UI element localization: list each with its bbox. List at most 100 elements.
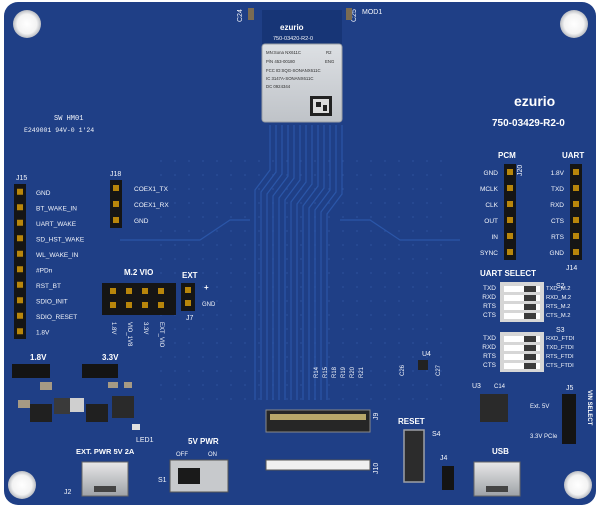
- pin-label: MCLK: [480, 186, 499, 193]
- label-s1: S1: [158, 477, 167, 484]
- dip-slot[interactable]: [504, 345, 540, 351]
- label-plus: +: [204, 283, 209, 292]
- vio-label: 3.3V: [142, 322, 148, 334]
- pin-label: GND: [550, 250, 565, 257]
- header-pin: [17, 328, 23, 335]
- pin-label: TXD_FTDI: [546, 345, 574, 351]
- pin-label: SDIO_RESET: [36, 314, 77, 321]
- label-uart: UART: [562, 151, 584, 160]
- label-off: OFF: [176, 452, 188, 458]
- mounting-hole-top-right: [560, 10, 588, 38]
- pin-label: SD_HST_WAKE: [36, 237, 85, 244]
- pin-label: WL_WAKE_IN: [36, 252, 79, 259]
- header-j15[interactable]: [14, 184, 26, 339]
- pin-label: RXD: [550, 202, 564, 209]
- pin-label: COEX1_RX: [134, 202, 169, 209]
- dip-slot[interactable]: [504, 363, 540, 369]
- pin-label: CLK: [485, 202, 498, 209]
- pcb-via-pattern: [150, 150, 450, 400]
- header-pin: [158, 288, 164, 294]
- vio-label: VIO_1V8: [126, 322, 132, 347]
- resistor-label: R21: [359, 366, 365, 378]
- jumper-vin-select[interactable]: [562, 394, 576, 444]
- label-reset: RESET: [398, 417, 425, 426]
- header-pin: [126, 288, 132, 294]
- header-pin: [507, 233, 513, 239]
- connector-j9[interactable]: [265, 409, 371, 433]
- header-pin: [17, 219, 23, 226]
- reset-button[interactable]: [403, 429, 425, 483]
- pin-label: TXD: [483, 335, 496, 342]
- pin-label: CTS: [551, 218, 565, 225]
- label-j9: J9: [373, 413, 380, 421]
- chip-u4: [418, 360, 428, 370]
- dip-actuator: [524, 286, 536, 292]
- dip-actuator: [524, 295, 536, 301]
- header-pin: [507, 185, 513, 191]
- pin-label: SYNC: [480, 250, 498, 257]
- header-pcm-j20[interactable]: [504, 164, 516, 260]
- label-j20: J20: [517, 165, 524, 176]
- board-brand-logo: ezurio: [514, 93, 555, 109]
- pin-label: RXD_M.2: [546, 295, 571, 301]
- header-pin: [507, 201, 513, 207]
- label-j15: J15: [16, 175, 27, 182]
- header-pin: [17, 250, 23, 257]
- dip-slot[interactable]: [504, 336, 540, 342]
- jumper-3v3[interactable]: [82, 364, 118, 378]
- dip-actuator: [524, 313, 536, 319]
- pin-label: 1.8V: [551, 170, 565, 177]
- module-part-number: 750-03420-R2-0: [273, 36, 313, 42]
- label-s2: S2: [556, 283, 565, 290]
- connector-j10[interactable]: [265, 459, 371, 471]
- module-ic: IC 3147A-SONANX611C: [266, 76, 313, 81]
- module-fcc: FCC ID:SQG-SONANX611C: [266, 68, 321, 73]
- vio-label: EXT_VIO: [158, 322, 164, 348]
- pin-label: CTS_M.2: [546, 313, 570, 319]
- pin-label: RTS: [551, 234, 565, 241]
- header-pin: [110, 302, 116, 308]
- dip-slot[interactable]: [504, 304, 540, 310]
- pin-label: IN: [492, 234, 499, 241]
- dip-actuator: [524, 363, 536, 369]
- header-pin: [17, 297, 23, 304]
- jumper-1v8[interactable]: [12, 364, 50, 378]
- chip-u3: [480, 394, 508, 422]
- label-c27: C27: [436, 364, 442, 376]
- pin-label: 1.8V: [36, 330, 50, 337]
- header-j7-ext[interactable]: [181, 283, 195, 311]
- usb-port-slot: [94, 486, 116, 492]
- header-pin: [17, 312, 23, 319]
- dip-slot[interactable]: [504, 286, 540, 292]
- label-c14: C14: [494, 384, 506, 390]
- label-c25: C25: [351, 9, 358, 22]
- module-brand: ezurio: [280, 23, 304, 32]
- pin-label: RTS_M.2: [546, 304, 570, 310]
- header-uart-j14[interactable]: [570, 164, 582, 260]
- label-j10: J10: [373, 463, 380, 474]
- header-m2-vio[interactable]: [102, 283, 176, 315]
- pin-label: RST_BT: [36, 283, 61, 290]
- pin-label: OUT: [484, 218, 498, 225]
- board-part-number: 750-03429-R2-0: [492, 118, 565, 129]
- label-on: ON: [208, 452, 217, 458]
- header-pin: [17, 266, 23, 273]
- connector-j9-pins: [270, 414, 366, 420]
- label-j14: J14: [566, 265, 577, 272]
- pin-label: CTS: [483, 362, 497, 369]
- label-pcie: 3.3V PCIe: [530, 434, 558, 440]
- ul-mark: SW HM01: [54, 115, 83, 123]
- dip-slot[interactable]: [504, 313, 540, 319]
- header-j18[interactable]: [110, 180, 122, 228]
- dip-slot[interactable]: [504, 354, 540, 360]
- pcb-traces: [120, 125, 460, 400]
- pin-label: CTS: [483, 312, 497, 319]
- pin-label: BT_WAKE_IN: [36, 206, 77, 213]
- header-pin: [507, 169, 513, 175]
- dip-slot[interactable]: [504, 295, 540, 301]
- module-pn: P/N 453-00180: [266, 59, 296, 64]
- module-rev: R2: [326, 50, 332, 55]
- header-pin: [17, 235, 23, 242]
- pin-label: UART_WAKE: [36, 221, 77, 228]
- label-s3: S3: [556, 327, 565, 334]
